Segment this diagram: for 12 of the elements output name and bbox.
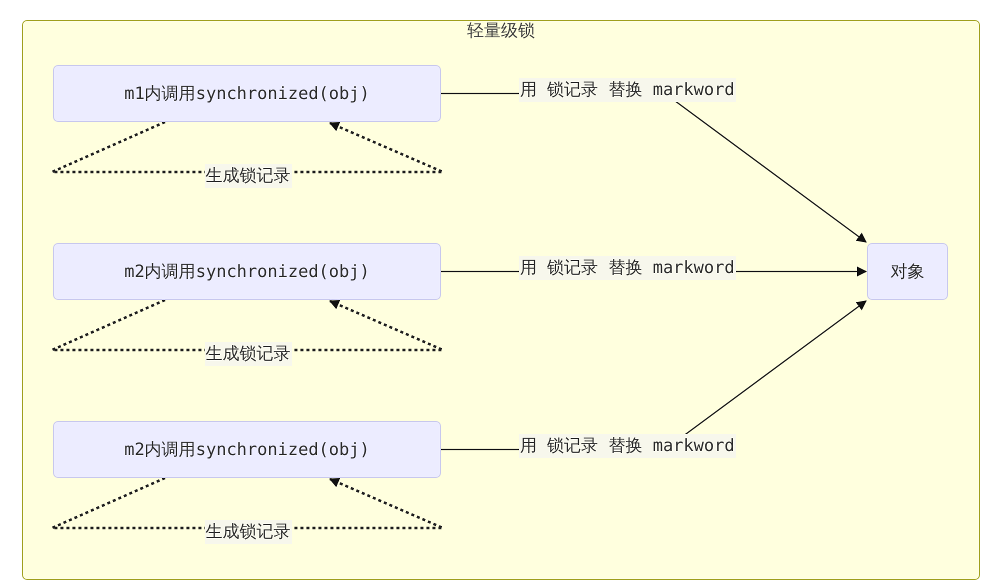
object-box: 对象 [867,243,948,300]
edge-label: 用 锁记录 替换 markword [519,78,736,102]
edge-label: 用 锁记录 替换 markword [519,434,736,458]
edge-label: 生成锁记录 [204,520,292,544]
cluster-title: 轻量级锁 [466,20,536,42]
process-box: m2内调用synchronized(obj) [53,243,441,300]
process-box: m2内调用synchronized(obj) [53,421,441,478]
edge-label: 生成锁记录 [204,342,292,366]
process-box: m1内调用synchronized(obj) [53,65,441,122]
cluster-box [22,20,980,580]
edge-label: 生成锁记录 [204,164,292,188]
edge-label: 用 锁记录 替换 markword [519,256,736,280]
